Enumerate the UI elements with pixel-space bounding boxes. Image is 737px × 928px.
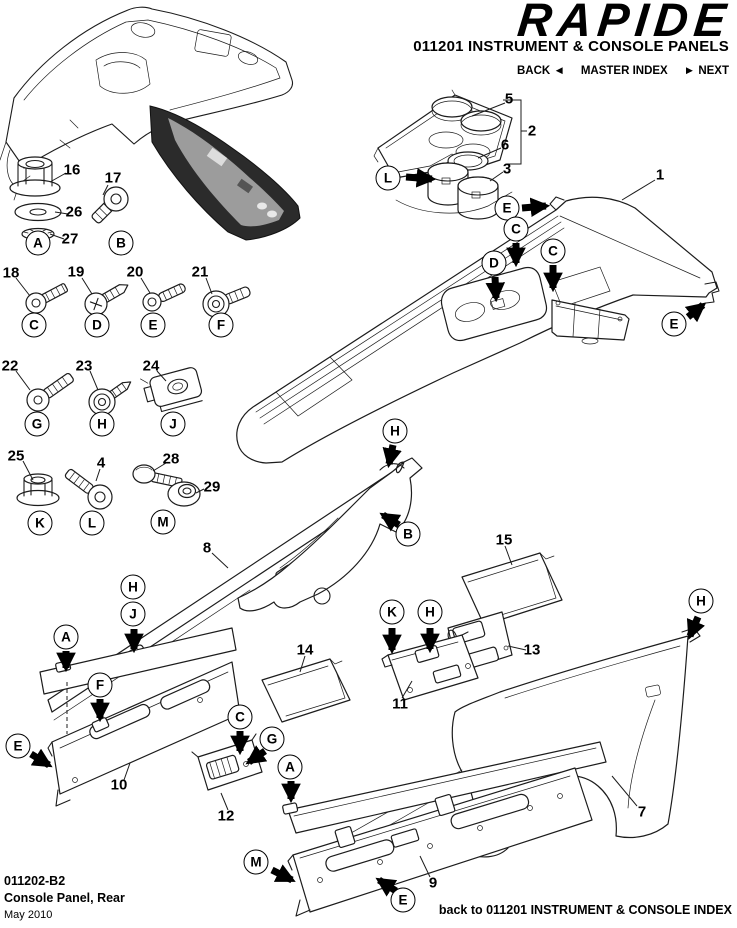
fastener-callout-M: M <box>150 509 176 535</box>
fastener-icons <box>9 156 251 510</box>
nav-next[interactable]: ► NEXT <box>684 65 729 77</box>
part-number-10: 10 <box>110 776 128 794</box>
fastener-callout-H: H <box>89 411 115 437</box>
mat-part-14-art <box>261 658 351 723</box>
part-number-12: 12 <box>217 807 235 825</box>
part-number-24: 24 <box>142 357 160 375</box>
part-number-22: 22 <box>1 357 19 375</box>
fastener-callout-E: E <box>5 733 31 759</box>
mat-part-15-art <box>461 552 563 626</box>
part-number-28: 28 <box>162 450 180 468</box>
fastener-callout-H: H <box>120 574 146 600</box>
part-number-4: 4 <box>96 454 106 472</box>
part-number-16: 16 <box>63 161 81 179</box>
part-number-27: 27 <box>61 230 79 248</box>
fastener-callout-G: G <box>259 726 285 752</box>
side-panel-part-9-art <box>282 741 607 917</box>
fastener-callout-H: H <box>688 588 714 614</box>
part-number-13: 13 <box>523 641 541 659</box>
fastener-callout-E: E <box>661 311 687 337</box>
document-number: 011202-B2 <box>4 874 66 888</box>
part-number-29: 29 <box>203 478 221 496</box>
leader-lines <box>15 172 656 878</box>
part-number-7: 7 <box>637 803 647 821</box>
fastener-callout-B: B <box>108 230 134 256</box>
fastener-callout-C: C <box>503 216 529 242</box>
document-date: May 2010 <box>4 909 53 921</box>
callout-arrows <box>29 168 707 897</box>
back-to-index-link[interactable]: back to 011201 INSTRUMENT & CONSOLE INDE… <box>438 903 732 917</box>
part-number-6: 6 <box>500 136 510 154</box>
fastener-callout-C: C <box>21 312 47 338</box>
fastener-callout-H: H <box>417 599 443 625</box>
fastener-callout-C: C <box>227 704 253 730</box>
nav-next-arrow-icon: ► <box>683 65 696 77</box>
fastener-callout-K: K <box>27 510 53 536</box>
part-number-5: 5 <box>504 90 514 108</box>
fastener-callout-D: D <box>84 312 110 338</box>
part-number-9: 9 <box>428 874 438 892</box>
part-number-14: 14 <box>296 641 314 659</box>
fastener-callout-A: A <box>53 624 79 650</box>
part-number-19: 19 <box>67 263 85 281</box>
fastener-callout-C: C <box>540 238 566 264</box>
part-number-3: 3 <box>502 160 512 178</box>
part-number-25: 25 <box>7 447 25 465</box>
part-number-11: 11 <box>392 695 408 713</box>
fastener-callout-A: A <box>25 230 51 256</box>
fastener-callout-M: M <box>243 849 269 875</box>
fastener-callout-K: K <box>379 599 405 625</box>
fastener-callout-G: G <box>24 411 50 437</box>
nav-master-index[interactable]: MASTER INDEX <box>580 65 668 77</box>
dashboard-overview-art <box>0 6 301 241</box>
document-title: Console Panel, Rear <box>4 891 125 905</box>
fastener-callout-E: E <box>390 887 416 913</box>
part-number-23: 23 <box>75 357 93 375</box>
fastener-callout-D: D <box>481 250 507 276</box>
nav-back-arrow-icon: ◄ <box>553 65 565 77</box>
fastener-callout-L: L <box>79 510 105 536</box>
fastener-callout-J: J <box>120 601 146 627</box>
part-number-18: 18 <box>2 264 20 282</box>
fastener-callout-J: J <box>160 411 186 437</box>
part-number-8: 8 <box>202 539 212 557</box>
fastener-callout-F: F <box>208 312 234 338</box>
part-number-26: 26 <box>65 203 83 221</box>
fastener-callout-A: A <box>277 754 303 780</box>
part-number-20: 20 <box>126 263 144 281</box>
part-number-2: 2 <box>527 122 537 140</box>
nav-back-label: BACK <box>517 65 551 77</box>
part-number-17: 17 <box>104 169 122 187</box>
console-panel-part-1-art <box>236 196 720 464</box>
nav-back[interactable]: BACK ◄ <box>517 65 565 77</box>
fastener-callout-L: L <box>375 165 401 191</box>
part-number-1: 1 <box>655 166 665 184</box>
part-number-15: 15 <box>495 531 513 549</box>
fastener-callout-E: E <box>140 312 166 338</box>
part-number-21: 21 <box>191 263 209 281</box>
fastener-callout-H: H <box>382 418 408 444</box>
fastener-callout-F: F <box>87 672 113 698</box>
page-title: 011201 INSTRUMENT & CONSOLE PANELS <box>413 38 729 55</box>
nav-bar: BACK ◄ MASTER INDEX ► NEXT <box>517 65 729 77</box>
nav-next-label: NEXT <box>698 65 729 77</box>
fastener-callout-B: B <box>395 521 421 547</box>
fastener-callout-E: E <box>494 195 520 221</box>
